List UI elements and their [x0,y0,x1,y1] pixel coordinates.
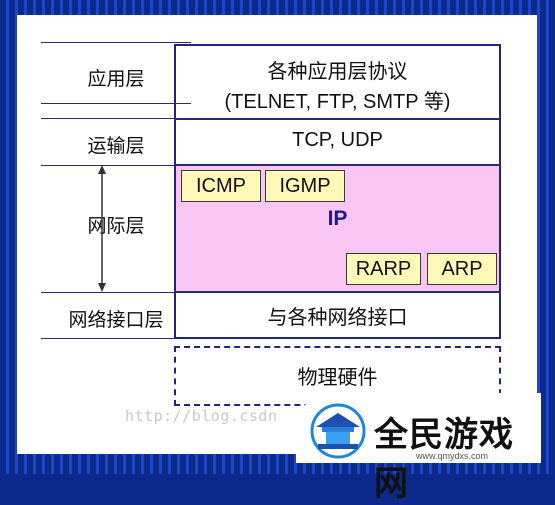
application-layer-label: 应用层 [87,68,145,90]
transport-box-text: TCP, UDP [292,129,383,151]
arp-box: ARP [427,253,497,285]
label-divider-top [41,103,191,104]
stack-divider-3 [175,291,500,293]
link-layer-label: 网络接口层 [68,309,164,331]
application-box-line2: (TELNET, FTP, SMTP 等) [224,91,451,113]
label-divider-4 [41,338,191,339]
stack-divider-2 [175,164,500,166]
igmp-box: IGMP [265,170,345,202]
brand-url: www.qmydxs.com [416,451,489,461]
label-divider-2 [41,165,191,166]
double-arrow-icon [98,165,106,292]
rarp-box: RARP [346,253,421,285]
icmp-box: ICMP [181,170,261,202]
temple-logo-icon [310,403,366,459]
stack-divider-1 [175,118,500,120]
physical-hardware-label: 物理硬件 [297,365,378,389]
ip-label: IP [327,207,348,230]
protocol-stack [174,44,501,339]
diagram-canvas: 应用层 运输层 网际层 网络接口层 各种应用层协议 (TELNET, FTP, … [17,15,537,454]
label-divider-3 [41,292,191,293]
transport-layer-label: 运输层 [87,135,145,157]
link-box-text: 与各种网络接口 [267,305,408,329]
label-divider-1 [41,118,191,119]
network-layer-label: 网际层 [87,215,145,237]
label-divider-0 [41,42,191,43]
watermark-url: http://blog.csdn [125,407,278,425]
brand-watermark: 全民游戏网 www.qmydxs.com [296,393,541,504]
application-box-line1: 各种应用层协议 [267,59,408,83]
